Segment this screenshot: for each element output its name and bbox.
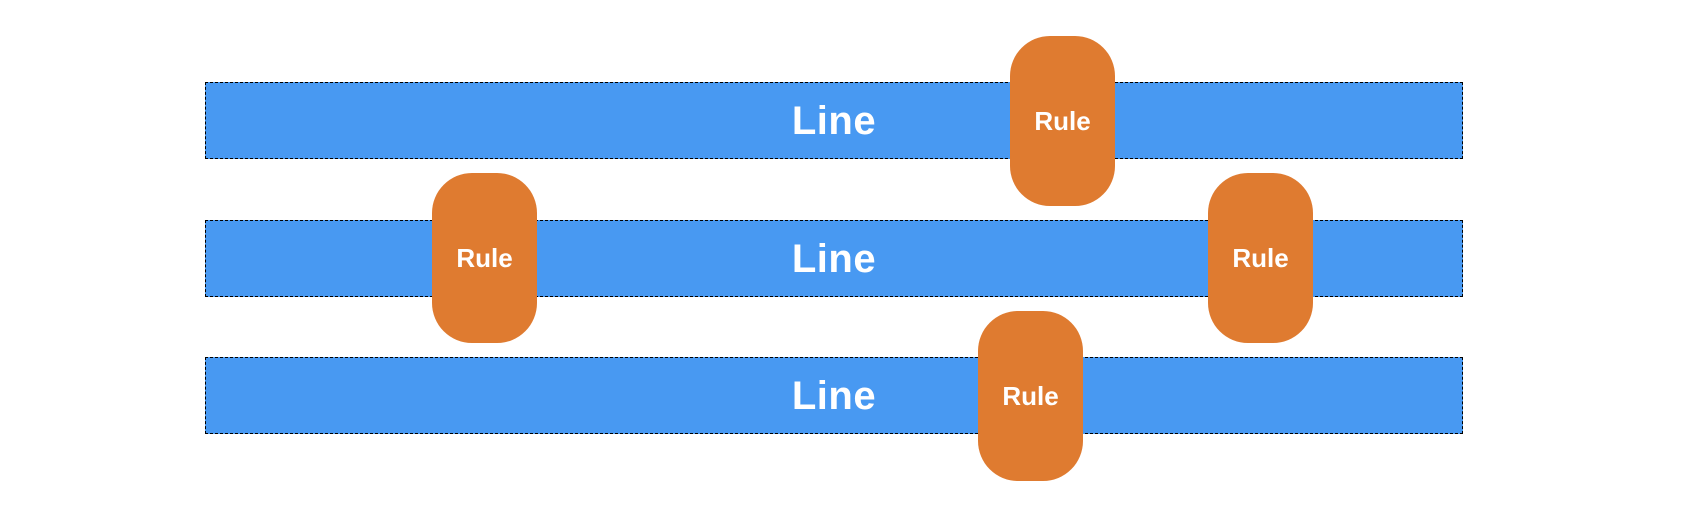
line-label: Line [791, 236, 877, 281]
line-label: Line [791, 373, 877, 418]
rule-label: Rule [1034, 106, 1091, 136]
line-label: Line [791, 98, 877, 143]
rule-node-line1[interactable]: Rule [1010, 36, 1115, 206]
rule-label: Rule [456, 243, 513, 273]
rule-label: Rule [1002, 381, 1059, 411]
rule-node-line2-left[interactable]: Rule [432, 173, 537, 343]
line-bar-3[interactable]: Line [205, 357, 1463, 434]
rule-node-line3[interactable]: Rule [978, 311, 1083, 481]
rule-label: Rule [1232, 243, 1289, 273]
rule-node-line2-right[interactable]: Rule [1208, 173, 1313, 343]
line-bar-1[interactable]: Line [205, 82, 1463, 159]
